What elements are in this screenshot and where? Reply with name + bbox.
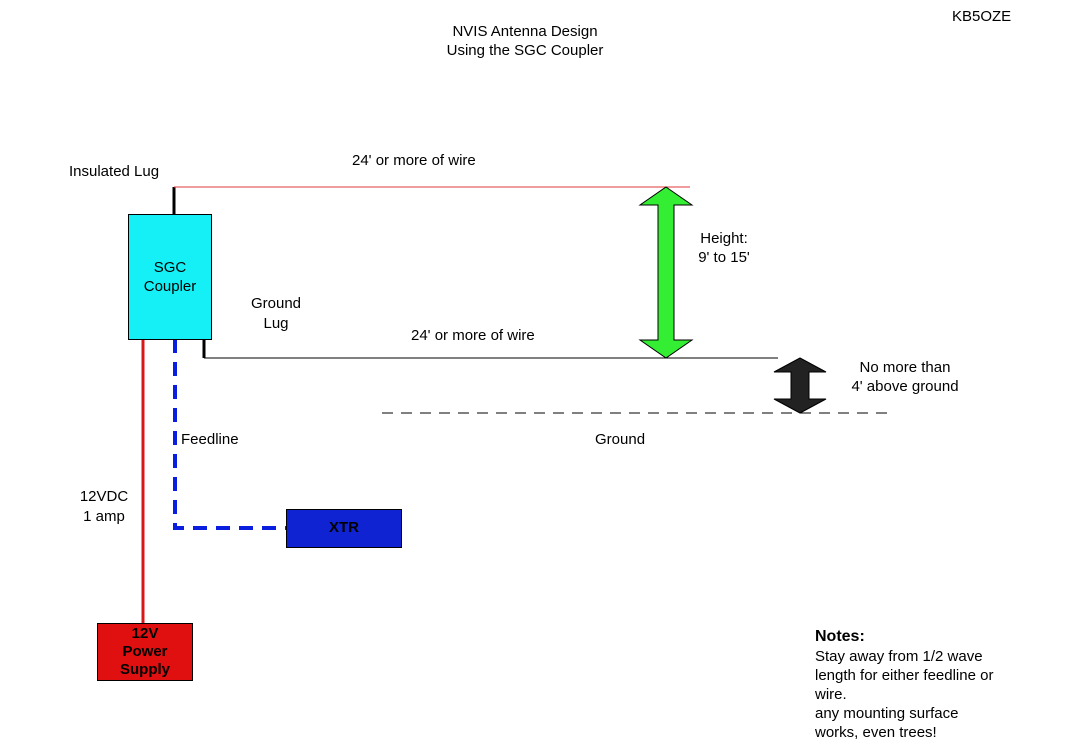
clearance-label-line-2: 4' above ground bbox=[851, 378, 959, 395]
top-wire-label: 24' or more of wire bbox=[352, 152, 476, 169]
coupler-label-line-1: SGC bbox=[153, 259, 187, 276]
feedline bbox=[173, 339, 287, 530]
height-double-arrow bbox=[638, 186, 694, 359]
xtr-label: XTR bbox=[329, 519, 359, 536]
height-label-line-1: Height: bbox=[700, 230, 748, 247]
clearance-double-arrow bbox=[773, 357, 827, 414]
height-label-line-2: 9' to 15' bbox=[698, 249, 750, 266]
clearance-label-line-1: No more than bbox=[859, 359, 951, 376]
power-supply-label-line-2: Power bbox=[122, 643, 168, 660]
notes-line-2: length for either feedline or bbox=[815, 667, 994, 684]
power-supply-label-line-3: Supply bbox=[119, 661, 170, 678]
feedline-label: Feedline bbox=[181, 431, 239, 448]
notes-line-1: Stay away from 1/2 wave bbox=[815, 648, 983, 665]
power-supply-box: 12V Power Supply bbox=[97, 623, 193, 681]
insulated-lug-label: Insulated Lug bbox=[69, 163, 160, 180]
power-label-line-1: 12VDC bbox=[79, 488, 129, 505]
notes-line-4: any mounting surface bbox=[815, 705, 959, 722]
notes-line-5: works, even trees! bbox=[815, 724, 937, 741]
sgc-coupler-box: SGC Coupler bbox=[128, 214, 212, 340]
notes-line-3: wire. bbox=[815, 686, 847, 703]
title-line-1: NVIS Antenna Design bbox=[452, 23, 598, 40]
ground-lug-label-line-1: Ground bbox=[250, 295, 302, 312]
coupler-label-line-2: Coupler bbox=[143, 278, 197, 295]
ground-label: Ground bbox=[595, 431, 646, 448]
notes-heading: Notes: bbox=[815, 628, 865, 645]
xtr-transceiver-box: XTR bbox=[286, 509, 402, 548]
callsign: KB5OZE bbox=[952, 8, 1012, 25]
power-supply-label-line-1: 12V bbox=[131, 625, 159, 642]
ground-lug-label-line-2: Lug bbox=[263, 315, 289, 332]
title-line-2: Using the SGC Coupler bbox=[446, 42, 604, 59]
power-label-line-2: 1 amp bbox=[83, 508, 125, 525]
bottom-wire-label: 24' or more of wire bbox=[411, 327, 535, 344]
